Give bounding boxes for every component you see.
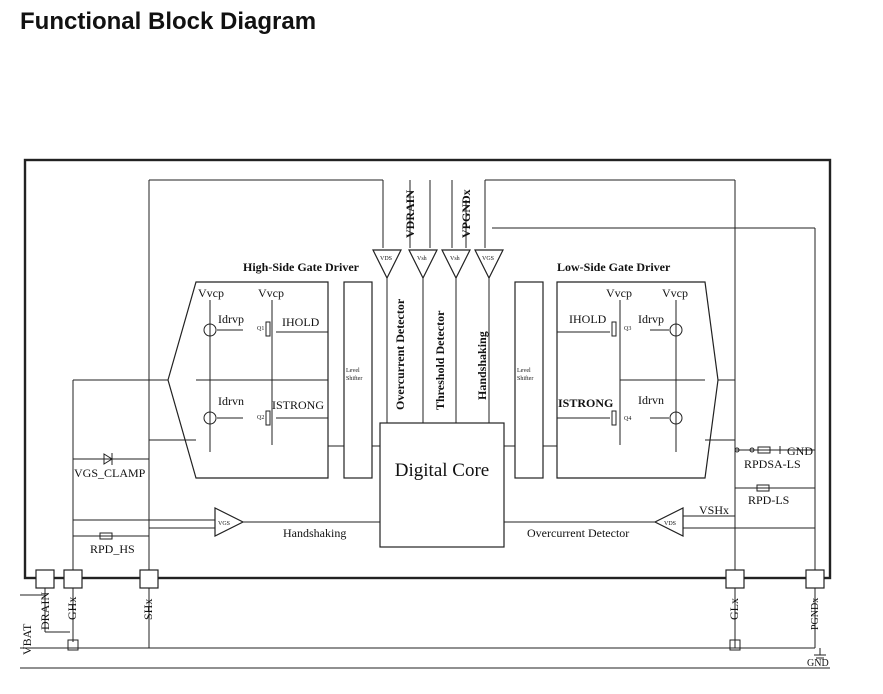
svg-text:IHOLD: IHOLD	[282, 315, 320, 329]
handshaking-vertical-label: Handshaking	[475, 331, 489, 400]
page-title: Functional Block Diagram	[20, 8, 317, 35]
vsh-comparator-top-1: Vsh	[408, 249, 438, 280]
svg-text:VDS: VDS	[380, 256, 392, 262]
svg-text:Vvcp: Vvcp	[606, 286, 632, 300]
rpd-hs-label: RPD_HS	[90, 542, 135, 556]
digital-core-label: Digital Core	[395, 460, 489, 481]
svg-text:Q3: Q3	[624, 326, 631, 332]
vgs-comparator-handshake: VGS	[214, 507, 245, 537]
pin-ghx-label: GHx	[65, 597, 79, 620]
svg-text:Level: Level	[346, 368, 360, 374]
ls-driver-internals: Vvcp Vvcp IHOLD Q3 Idrvp ISTRONG Q4 Idrv…	[557, 286, 705, 452]
svg-text:Vvcp: Vvcp	[662, 286, 688, 300]
detector-lines	[386, 278, 490, 423]
vds-comparator-overcurrent: VDS	[653, 507, 684, 537]
overcurrent-detector-bottom-label: Overcurrent Detector	[527, 526, 629, 540]
svg-text:Q2: Q2	[257, 415, 264, 421]
svg-text:Vsh: Vsh	[450, 256, 460, 262]
svg-text:ISTRONG: ISTRONG	[558, 396, 613, 410]
vdrain-label: VDRAIN	[403, 190, 417, 238]
pin-glx	[725, 569, 745, 589]
svg-text:Idrvp: Idrvp	[218, 312, 244, 326]
svg-text:Shifter: Shifter	[346, 375, 362, 382]
pin-gnd-label: GND	[807, 658, 829, 669]
svg-text:Idrvn: Idrvn	[638, 393, 664, 407]
svg-text:Vvcp: Vvcp	[198, 286, 224, 300]
vgs-comparator-top: VGS	[474, 249, 504, 280]
level-shifter-left: Level Shifter	[343, 281, 373, 479]
pin-shx	[139, 569, 159, 589]
vsh-comparator-top-2: Vsh	[441, 249, 471, 280]
rpd-ls-resistor	[756, 484, 770, 492]
level-shifter-right: Level Shifter	[514, 281, 544, 479]
rpdsa-gnd-label: GND	[787, 444, 813, 458]
svg-text:VGS: VGS	[218, 521, 230, 527]
threshold-detector-label: Threshold Detector	[433, 310, 447, 410]
rpd-ls-label: RPD-LS	[748, 493, 789, 507]
svg-text:ISTRONG: ISTRONG	[272, 398, 324, 412]
svg-text:Vsh: Vsh	[417, 256, 427, 262]
svg-text:Idrvp: Idrvp	[638, 312, 664, 326]
pin-pgndx	[805, 569, 825, 589]
vgs-clamp-label: VGS_CLAMP	[74, 466, 146, 480]
rpdsa-ls-label: RPDSA-LS	[744, 457, 801, 471]
internal-wires	[72, 379, 815, 570]
svg-text:VGS: VGS	[482, 256, 494, 262]
svg-text:Q4: Q4	[624, 416, 631, 422]
external-wiring	[20, 588, 830, 669]
vshx-label: VSHx	[699, 503, 729, 517]
handshaking-label: Handshaking	[283, 526, 346, 540]
svg-text:Level: Level	[517, 368, 531, 374]
overcurrent-detector-label: Overcurrent Detector	[393, 298, 407, 410]
pin-glx-label: GLx	[727, 598, 741, 620]
pin-pgndx-label: PGNDx	[810, 598, 821, 630]
pin-ghx	[63, 569, 83, 589]
svg-text:Vvcp: Vvcp	[258, 286, 284, 300]
pin-vbat-label: VBAT	[20, 623, 34, 655]
vpgndx-label: VPGNDx	[459, 189, 473, 238]
vds-comparator-top: VDS	[372, 249, 402, 280]
hs-driver-internals: Vvcp Vvcp Idrvp Q1 IHOLD Idrvn Q2 ISTRON…	[196, 286, 328, 452]
svg-text:IHOLD: IHOLD	[569, 312, 607, 326]
svg-text:Shifter: Shifter	[517, 375, 533, 382]
hs-driver-title: High-Side Gate Driver	[243, 260, 360, 274]
svg-text:Q1: Q1	[257, 326, 264, 332]
rpdsa-ls-switch	[734, 446, 781, 454]
chip-outline	[23, 158, 832, 580]
top-bus-lines	[148, 179, 816, 570]
vgs-clamp	[103, 453, 113, 465]
digital-core-block	[379, 422, 505, 548]
svg-text:Idrvn: Idrvn	[218, 394, 244, 408]
pin-shx-label: SHx	[141, 599, 155, 620]
ls-driver-title: Low-Side Gate Driver	[557, 260, 671, 274]
pin-drain-label: DRAIN	[38, 592, 52, 630]
rpd-hs-resistor	[99, 532, 113, 540]
pin-drain	[35, 569, 55, 589]
svg-text:VDS: VDS	[664, 521, 676, 527]
